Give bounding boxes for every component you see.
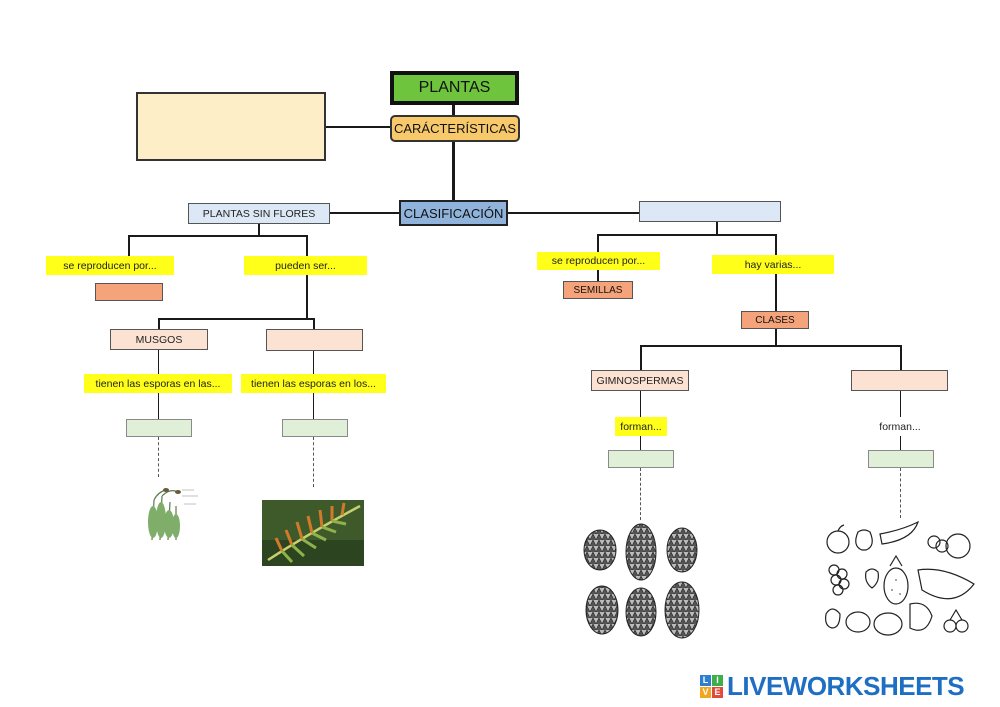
connector [306,235,308,257]
label-reproducen-right-text: se reproducen por... [551,255,646,267]
connector [329,212,400,214]
node-gimnospermas: GIMNOSPERMAS [591,370,689,391]
label-esporas-los-text: tienen las esporas en los... [251,377,376,390]
connector [775,328,777,346]
label-reproducen-right: se reproducen por... [537,252,660,270]
node-gimnospermas-label: GIMNOSPERMAS [596,374,684,387]
connector [158,393,159,419]
connector [775,274,777,311]
logo-text: LIVEWORKSHEETS [727,670,965,701]
connector [640,436,641,450]
node-sin-flores: PLANTAS SIN FLORES [188,203,330,224]
connector [900,391,901,417]
label-forman-left-text: forman... [620,420,662,433]
dashed-connector [313,437,314,487]
helechos-answer-box[interactable] [266,329,363,351]
connector [325,126,391,128]
node-musgos: MUSGOS [110,329,208,350]
connector [597,270,599,282]
connector [258,224,260,236]
node-caracteristicas: CARÁCTERÍSTICAS [390,115,520,142]
connector [900,436,901,450]
dashed-connector [158,437,159,477]
node-plantas-label: PLANTAS [418,79,491,96]
connector [128,235,308,237]
connector [775,234,777,256]
label-esporas-los: tienen las esporas en los... [241,374,386,393]
connector [313,351,314,374]
node-semillas: SEMILLAS [563,281,633,299]
node-clasificacion: CLASIFICACIÓN [399,200,508,226]
connector [640,391,641,417]
connector [158,318,160,329]
label-esporas-las-text: tienen las esporas en las... [95,377,221,390]
connector [716,222,718,235]
node-sin-flores-label: PLANTAS SIN FLORES [202,207,316,220]
node-clases-label: CLASES [755,314,795,326]
connector [313,318,315,329]
label-pueden-ser: pueden ser... [244,256,367,275]
fern-icon [262,500,364,566]
connector [507,212,640,214]
connector [128,235,130,257]
connector [597,234,599,253]
logo[interactable]: L I V E LIVEWORKSHEETS [700,670,992,701]
label-hay-varias: hay varias... [712,255,834,274]
label-hay-varias-text: hay varias... [744,258,802,271]
musgos-answer-box[interactable] [126,419,192,437]
node-caracteristicas-label: CARÁCTERÍSTICAS [393,121,517,136]
connector [452,104,455,118]
frutos-answer-box[interactable] [868,450,934,468]
node-clasificacion-label: CLASIFICACIÓN [403,205,504,221]
connector [597,234,777,236]
con-flores-answer-box[interactable] [639,201,781,222]
label-pueden-ser-text: pueden ser... [275,259,336,272]
angiospermas-answer-box[interactable] [851,370,948,391]
connector [313,393,314,419]
label-reproducen-left-text: se reproducen por... [63,259,157,272]
connector [158,350,159,374]
connector [640,345,642,371]
label-forman-right: forman... [872,417,928,436]
connector [158,318,315,320]
connector [306,275,308,319]
esporas-answer-box[interactable] [95,283,163,301]
logo-icon: L I V E [700,674,723,698]
dashed-connector [900,468,901,518]
label-esporas-las: tienen las esporas en las... [84,374,232,393]
pinas-answer-box[interactable] [608,450,674,468]
fruit-icon [825,520,975,636]
moss-icon [148,488,198,541]
label-forman-left: forman... [615,417,667,436]
pinecone-icon [583,523,700,639]
connector [900,345,902,370]
label-forman-right-text: forman... [879,420,921,433]
node-musgos-label: MUSGOS [135,333,183,346]
node-semillas-label: SEMILLAS [573,284,623,296]
node-clases: CLASES [741,311,809,329]
label-reproducen-left: se reproducen por... [46,256,174,275]
dashed-connector [640,468,641,520]
helechos-esporas-answer-box[interactable] [282,419,348,437]
connector [452,141,455,201]
caracteristicas-answer-box[interactable] [136,92,326,161]
connector [640,345,902,347]
node-plantas: PLANTAS [390,71,519,105]
